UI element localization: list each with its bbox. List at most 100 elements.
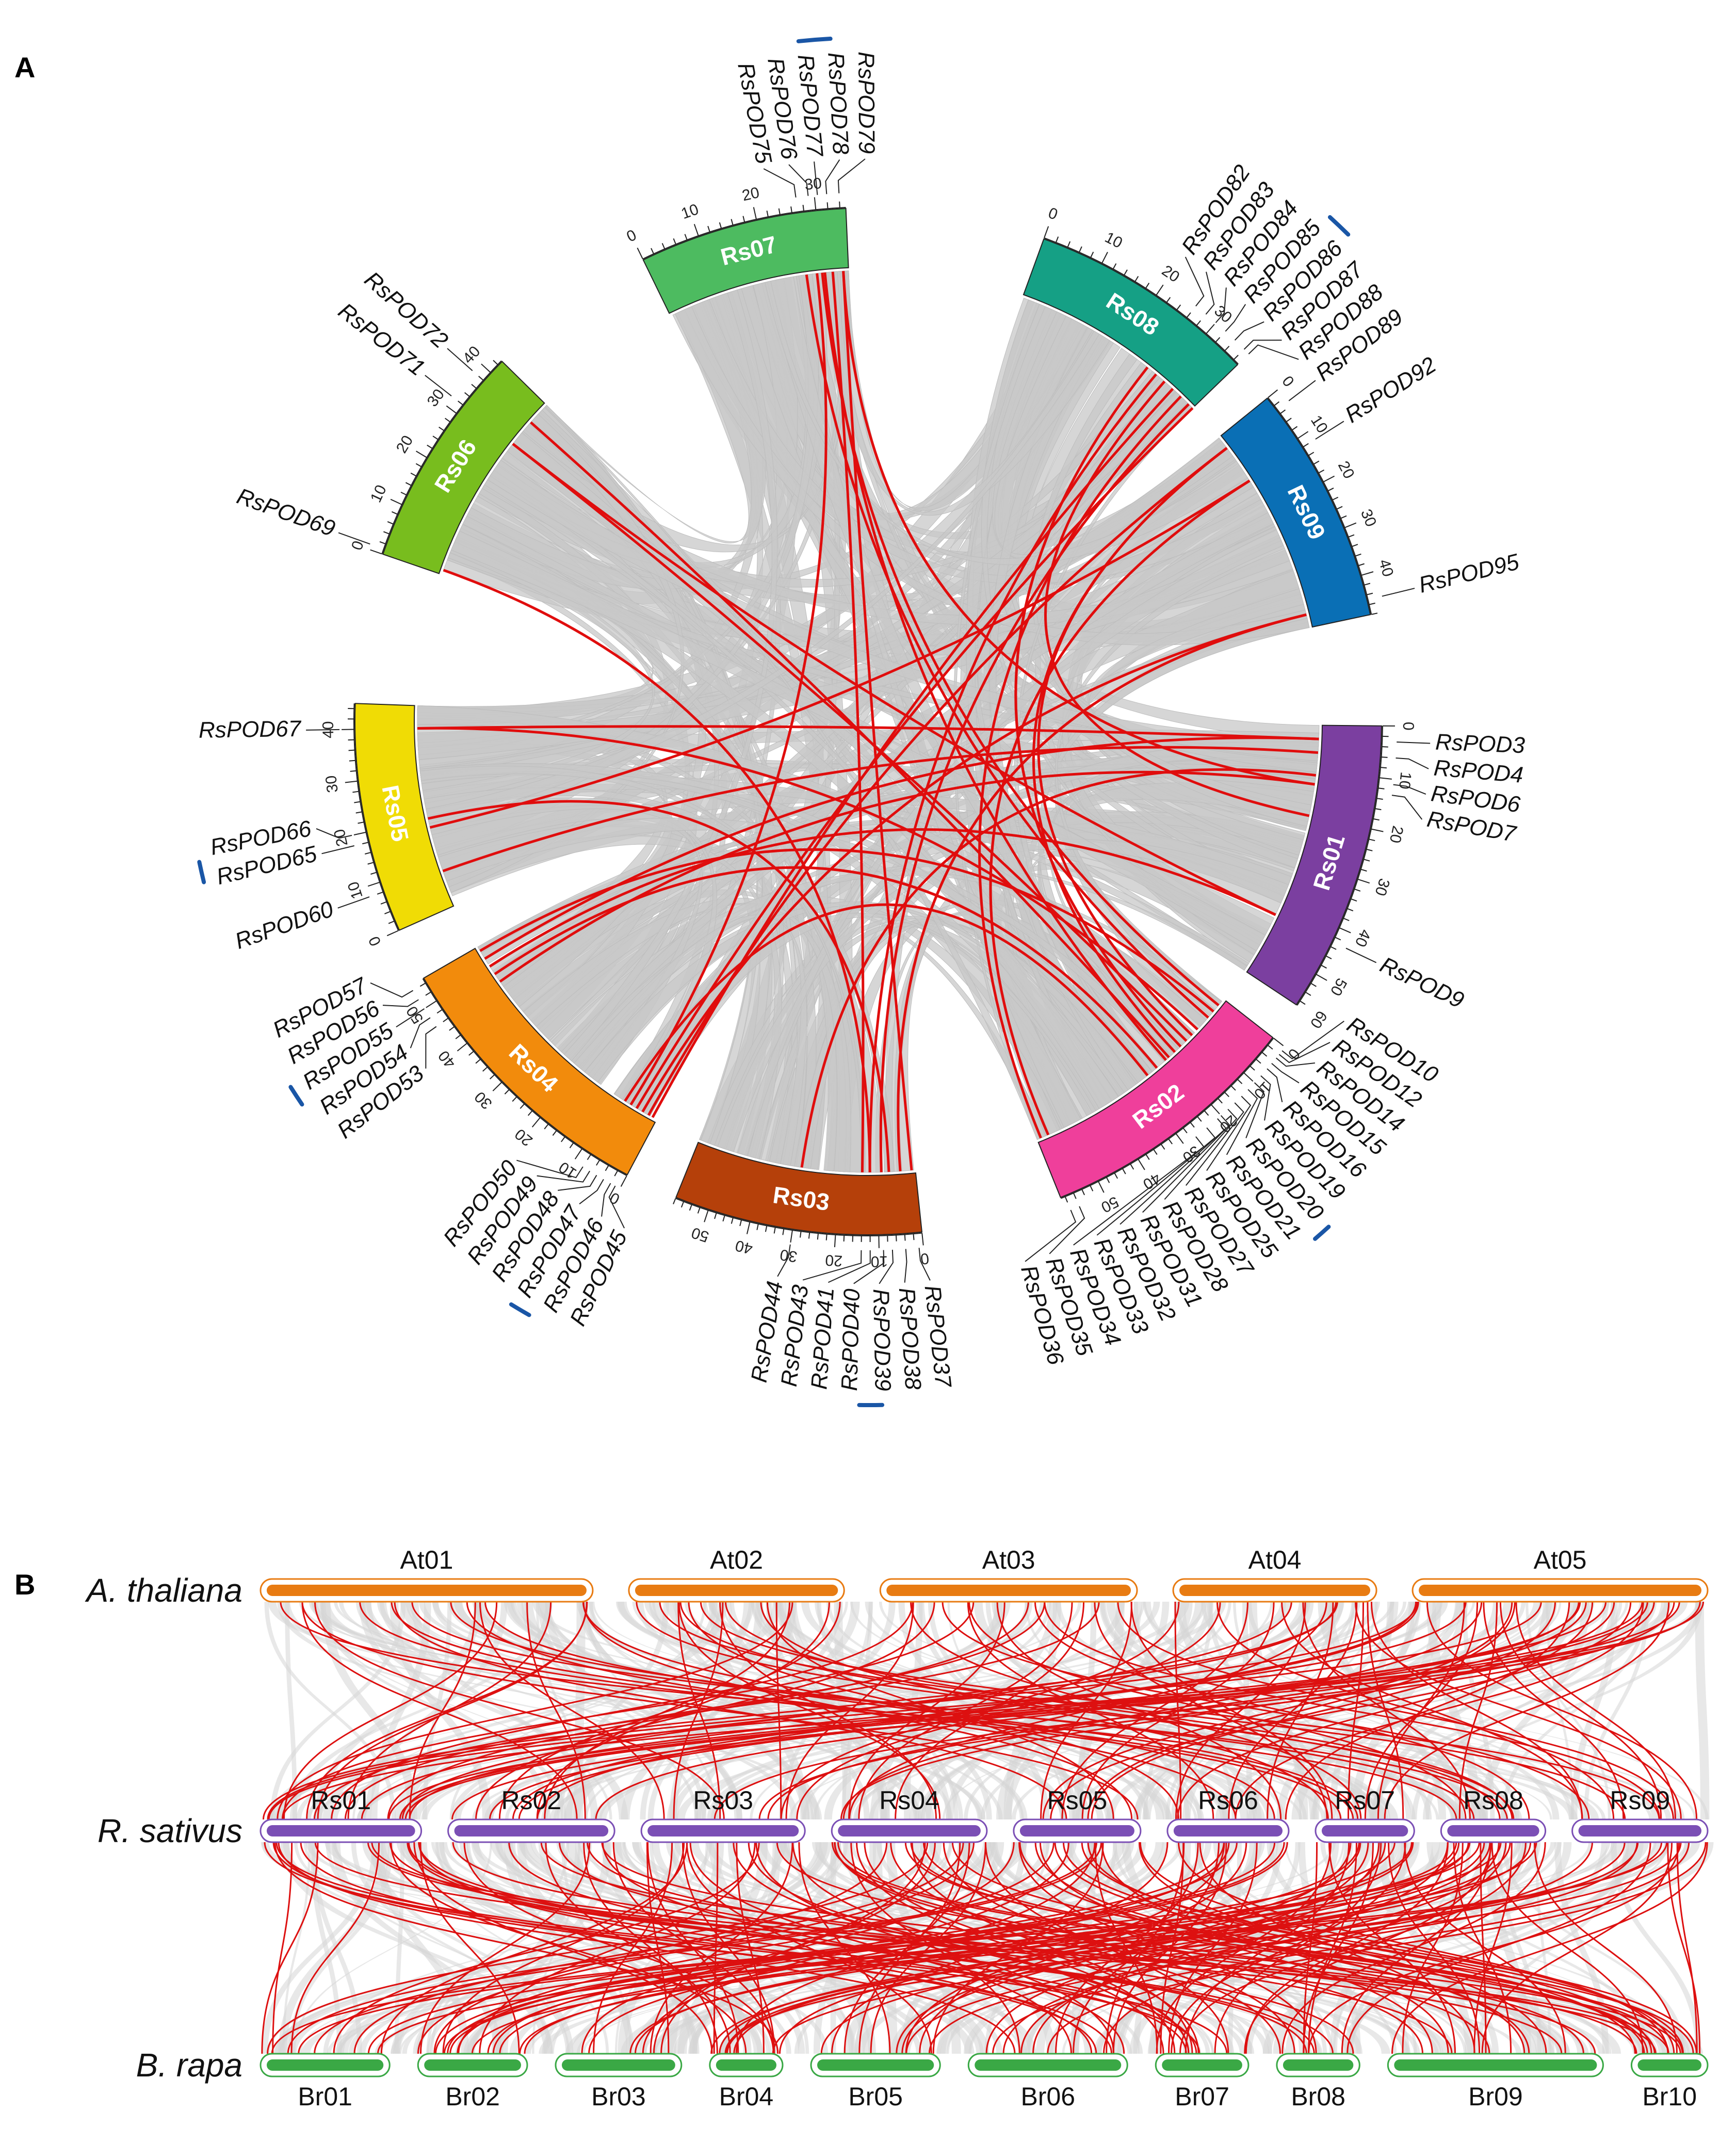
tick: [1357, 878, 1370, 884]
ortholog-link: [1676, 1842, 1698, 2054]
ortholog-link: [1354, 1601, 1682, 1820]
duplication-link: [989, 479, 1251, 1136]
tick: [913, 1234, 915, 1240]
tick: [1268, 389, 1278, 398]
grey-synteny-ribbon: [1106, 1602, 1488, 1819]
ortholog-link: [1042, 1601, 1513, 1820]
ortholog-link: [775, 1601, 782, 1820]
tick: [1067, 241, 1071, 248]
duplication-link: [427, 800, 890, 1172]
tick: [365, 851, 371, 855]
tick: [1297, 431, 1309, 439]
tick-baseline: [381, 360, 502, 554]
grey-synteny-ribbon: [559, 1842, 1321, 2054]
tick: [1318, 469, 1325, 474]
ortholog-link: [442, 1842, 685, 2054]
ortholog-link: [587, 1842, 1453, 2054]
grey-synteny-ribbon: [530, 1842, 1562, 2054]
tick: [436, 1009, 443, 1014]
ortholog-link: [524, 1842, 1469, 2054]
tick: [388, 921, 395, 924]
grey-synteny-ribbon: [340, 1842, 995, 2054]
tick: [1361, 571, 1374, 576]
ortholog-link: [1245, 1842, 1449, 2054]
tick: [1098, 1181, 1105, 1193]
ortholog-link: [659, 1601, 1626, 1820]
tick: [739, 1219, 742, 1227]
grey-synteny-ribbon: [644, 1602, 1659, 1819]
tandem-bracket: [509, 1302, 531, 1317]
ortholog-link: [700, 1601, 1660, 1820]
gene-pointer: [1267, 1068, 1283, 1103]
ortholog-link: [678, 1601, 941, 1820]
tick: [714, 1213, 717, 1219]
tick: [1355, 553, 1361, 557]
ortholog-link: [1515, 1601, 1676, 1820]
duplication-link: [823, 272, 1167, 1061]
grey-synteny-ribbon: [920, 1602, 1344, 1819]
ortholog-link: [1426, 1601, 1698, 1820]
tick: [489, 1074, 495, 1079]
ortholog-link: [1112, 1842, 1227, 2054]
tick: [1081, 1189, 1085, 1196]
chromosome-label-rs09: Rs09: [1610, 1786, 1670, 1815]
grey-synteny-ribbon: [430, 1842, 592, 2054]
chromosome-label-br03: Br03: [591, 2082, 646, 2111]
ortholog-link: [1228, 1601, 1358, 1820]
tick-label: 0: [624, 227, 639, 246]
gene-pointer: [1278, 1042, 1331, 1064]
grey-synteny-ribbon: [532, 1602, 1680, 1819]
chromosome-bar-rs05: [1019, 1825, 1134, 1836]
ortholog-link: [1019, 1842, 1530, 2054]
gene-pointer: [1215, 287, 1227, 324]
ortholog-link: [1168, 1842, 1258, 2054]
gene-label: RsPOD3: [1435, 730, 1526, 759]
duplication-link: [489, 828, 1276, 968]
duplication-link: [499, 770, 1315, 983]
ortholog-link: [650, 1842, 793, 2054]
ortholog-link: [677, 1601, 721, 1820]
chromosome-bar-rs01: [267, 1825, 415, 1836]
ortholog-link: [1214, 1842, 1382, 2054]
tick-label: 0: [1046, 204, 1060, 223]
tick: [746, 1221, 751, 1234]
chromosome-label-rs01: Rs01: [311, 1786, 371, 1815]
grey-synteny-ribbon: [824, 271, 1110, 516]
tick: [1090, 1185, 1094, 1191]
chromosome-label-rs04: Rs04: [879, 1786, 939, 1815]
ortholog-link: [831, 1842, 1656, 2054]
grey-synteny-ribbon: [1177, 1602, 1318, 1819]
tick: [561, 1136, 565, 1142]
tick: [684, 234, 688, 240]
grey-synteny-ribbon: [721, 1842, 1169, 2054]
panel-b-letter: B: [14, 1568, 35, 1601]
grey-synteny-ribbon: [545, 405, 1046, 1140]
grey-synteny-ribbon: [1233, 1602, 1358, 1819]
tick-label: 10: [1396, 771, 1414, 790]
chromosome-segment-rs05: [354, 703, 455, 931]
gene-pointer: [1120, 1118, 1227, 1225]
chromosome-label-rs08: Rs08: [1463, 1786, 1523, 1815]
tick: [753, 207, 757, 220]
grey-synteny-ribbon: [322, 1602, 782, 1819]
tick: [481, 363, 491, 373]
grey-synteny-ribbon: [536, 1602, 588, 1819]
tick: [443, 1018, 449, 1022]
tick: [426, 1000, 437, 1008]
grey-synteny-ribbon: [1088, 588, 1318, 772]
ortholog-link: [1235, 1601, 1644, 1820]
tick-label: 20: [1386, 824, 1406, 845]
tick-baseline: [353, 703, 399, 931]
grey-synteny-ribbon: [1276, 1602, 1468, 1819]
ortholog-link: [404, 1601, 1680, 1820]
grey-synteny-ribbon: [903, 1842, 1529, 2054]
ortholog-link: [479, 1601, 665, 1820]
gene-pointer: [1185, 256, 1205, 307]
species-label: A. thaliana: [85, 1572, 242, 1609]
tick: [719, 222, 722, 229]
tick-label: 50: [1327, 975, 1350, 998]
gene-pointer: [1396, 758, 1429, 769]
chromosome-bar-at02: [635, 1585, 838, 1596]
grey-synteny-ribbon: [431, 1842, 1202, 2054]
ortholog-link: [558, 1842, 1354, 2054]
